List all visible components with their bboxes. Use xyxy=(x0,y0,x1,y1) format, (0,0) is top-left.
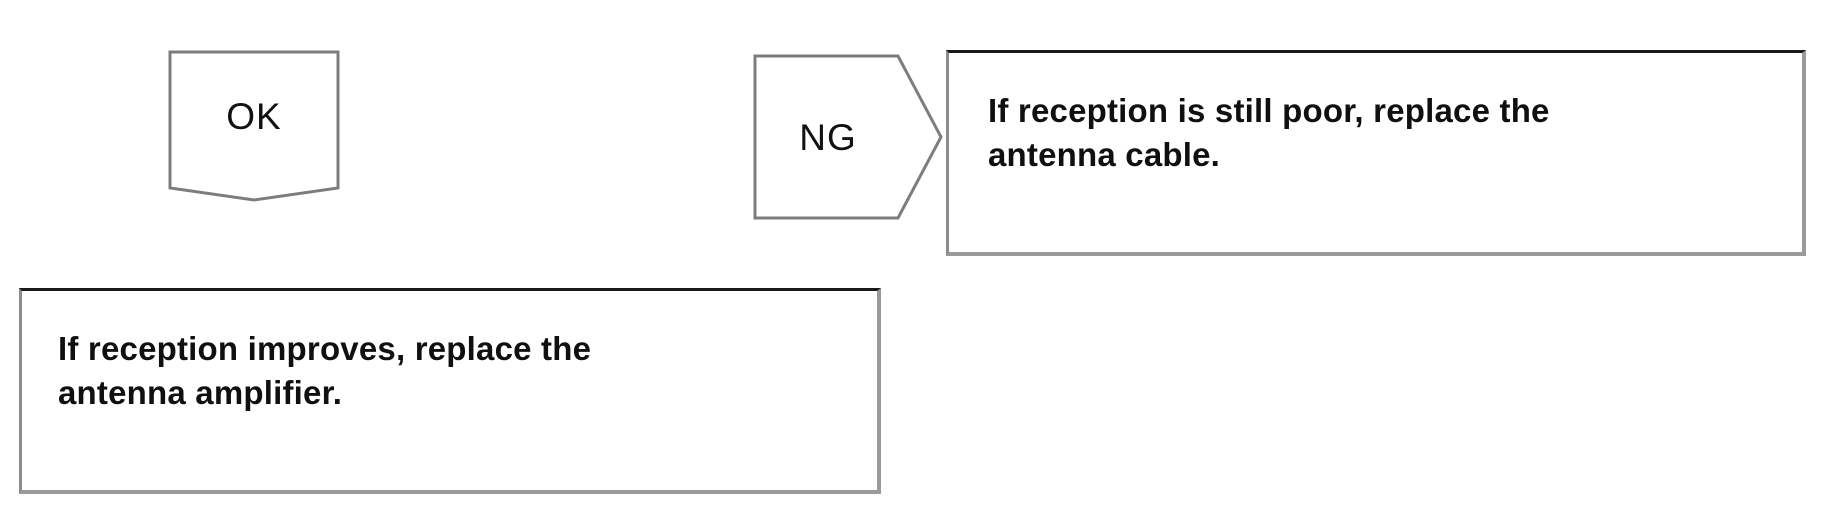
callout-antenna-amplifier-line-2: antenna amplifier. xyxy=(58,373,343,411)
callout-antenna-amplifier-text: If reception improves, replace the anten… xyxy=(58,327,877,414)
callout-antenna-amplifier-line-1: If reception improves, replace the xyxy=(58,330,592,367)
callout-antenna-cable-line-1: If reception is still poor, replace the xyxy=(988,92,1550,129)
node-ok-label: OK xyxy=(226,95,282,137)
callout-antenna-cable-text: If reception is still poor, replace the … xyxy=(988,89,1802,176)
pentagon-right-icon xyxy=(753,54,943,220)
node-ng-label: NG xyxy=(799,116,857,158)
node-ok[interactable]: OK xyxy=(168,50,340,202)
pentagon-down-icon xyxy=(168,50,340,202)
callout-antenna-cable: If reception is still poor, replace the … xyxy=(946,50,1806,256)
node-ng[interactable]: NG xyxy=(753,54,943,220)
callout-antenna-cable-line-2: antenna cable. xyxy=(988,135,1221,173)
callout-antenna-amplifier: If reception improves, replace the anten… xyxy=(19,288,881,494)
